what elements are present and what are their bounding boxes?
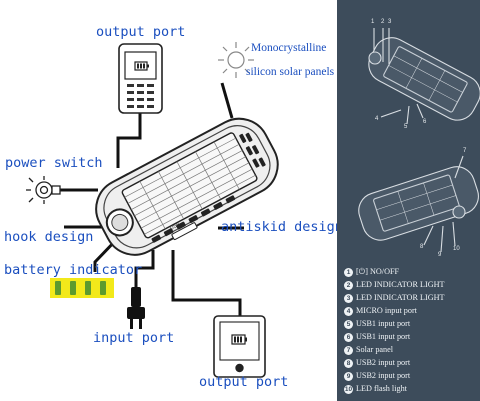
antiskid-design-label: antiskid design <box>221 219 343 235</box>
callout-number: 9 <box>438 252 442 258</box>
phone-icon-top <box>118 43 163 114</box>
battery-indicator-line <box>93 236 120 272</box>
solar-power-bank <box>95 117 279 256</box>
spec-device-drawings <box>358 28 480 253</box>
diagram-drawing: USB <box>26 42 279 378</box>
device-sketch-top <box>368 28 480 125</box>
plug-icon <box>127 287 145 329</box>
hook-design-label: hook design <box>4 229 94 245</box>
output-port-top-label: output port <box>96 24 186 40</box>
solar-panels-label-line1: Monocrystalline <box>251 42 327 54</box>
solar-line <box>220 82 234 119</box>
input-port-label: input port <box>93 330 175 346</box>
battery-indicator-label: battery indicator <box>4 262 143 278</box>
battery-indicator-icon <box>50 278 114 298</box>
usb-text: USB <box>169 221 181 231</box>
callout-number: 2 <box>381 19 385 25</box>
callout-number: 5 <box>404 124 408 130</box>
output-port-top-line <box>116 92 142 168</box>
diagram-panel: USB <box>0 0 343 401</box>
output-port-bottom-label: output port <box>199 374 289 390</box>
spec-item: 1[⏻] NO/OFF <box>344 267 399 277</box>
power-switch-label: power switch <box>5 155 103 171</box>
connector-lines <box>60 82 244 316</box>
tablet-icon-bottom <box>213 315 266 378</box>
output-port-bottom-line <box>171 250 242 316</box>
callout-number: 7 <box>463 148 467 154</box>
callout-number: 10 <box>453 246 460 252</box>
solar-panels-label-line2: silicon solar panels <box>246 66 335 78</box>
callout-number: 3 <box>388 19 392 25</box>
input-port-line <box>134 250 155 288</box>
power-switch-icon <box>26 176 61 204</box>
callout-number: 8 <box>420 244 424 250</box>
sun-icon <box>218 42 254 78</box>
device-sketch-bottom <box>358 155 479 253</box>
callout-number: 6 <box>423 119 427 125</box>
callout-number: 1 <box>371 19 375 25</box>
callout-number: 4 <box>375 116 379 122</box>
